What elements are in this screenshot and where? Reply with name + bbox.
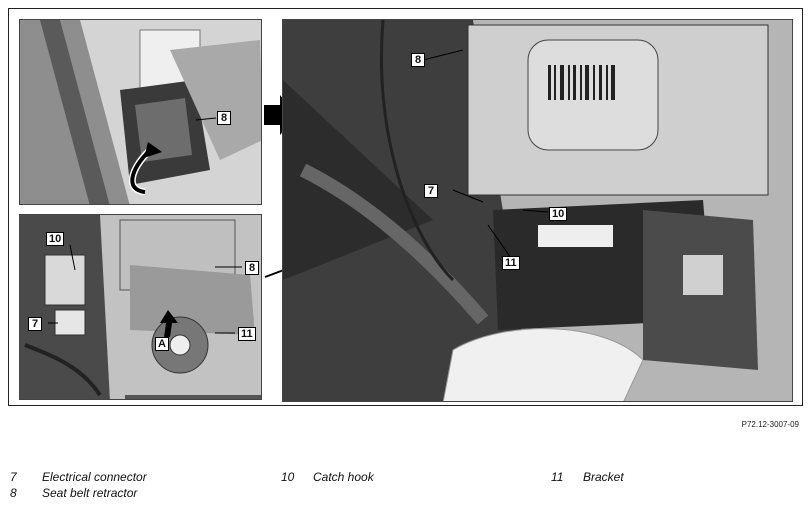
photo-retractor-installed: 8 7 10 11 — [282, 19, 793, 402]
callout-10-bottom-left: 10 — [46, 232, 65, 246]
legend-item-10: 10 Catch hook — [281, 470, 374, 484]
legend-number: 10 — [281, 470, 295, 484]
callout-8-main: 8 — [411, 53, 425, 67]
legend-number: 7 — [10, 470, 17, 484]
legend-number: 11 — [551, 470, 564, 484]
figure-code: P72.12-3007-09 — [741, 420, 799, 429]
callout-A-bottom-left: A — [155, 337, 169, 351]
photo-main-drawing — [283, 20, 792, 401]
legend-number: 8 — [10, 486, 17, 500]
legend: 7 Electrical connector 8 Seat belt retra… — [0, 470, 811, 506]
photo-bottom-left-drawing — [20, 215, 261, 399]
photo-retractor-detail: 10 7 8 11 A — [19, 214, 262, 400]
figure-frame: 8 10 7 8 11 A — [8, 8, 803, 406]
legend-label: Seat belt retractor — [42, 486, 138, 500]
legend-label: Catch hook — [313, 470, 374, 484]
callout-7-bottom-left: 7 — [28, 317, 42, 331]
legend-label: Bracket — [583, 470, 624, 484]
callout-10-main: 10 — [549, 207, 568, 221]
callout-11-bottom-left: 11 — [238, 327, 256, 341]
callout-8-bottom-left: 8 — [245, 261, 259, 275]
photo-top-left-drawing — [20, 20, 261, 204]
photo-retractor-overview: 8 — [19, 19, 262, 205]
legend-item-8: 8 Seat belt retractor — [10, 486, 137, 500]
legend-item-11: 11 Bracket — [551, 470, 624, 484]
callout-11-main: 11 — [502, 256, 520, 270]
legend-item-7: 7 Electrical connector — [10, 470, 147, 484]
callout-7-main: 7 — [424, 184, 438, 198]
legend-label: Electrical connector — [42, 470, 147, 484]
callout-8-top-left: 8 — [217, 111, 231, 125]
